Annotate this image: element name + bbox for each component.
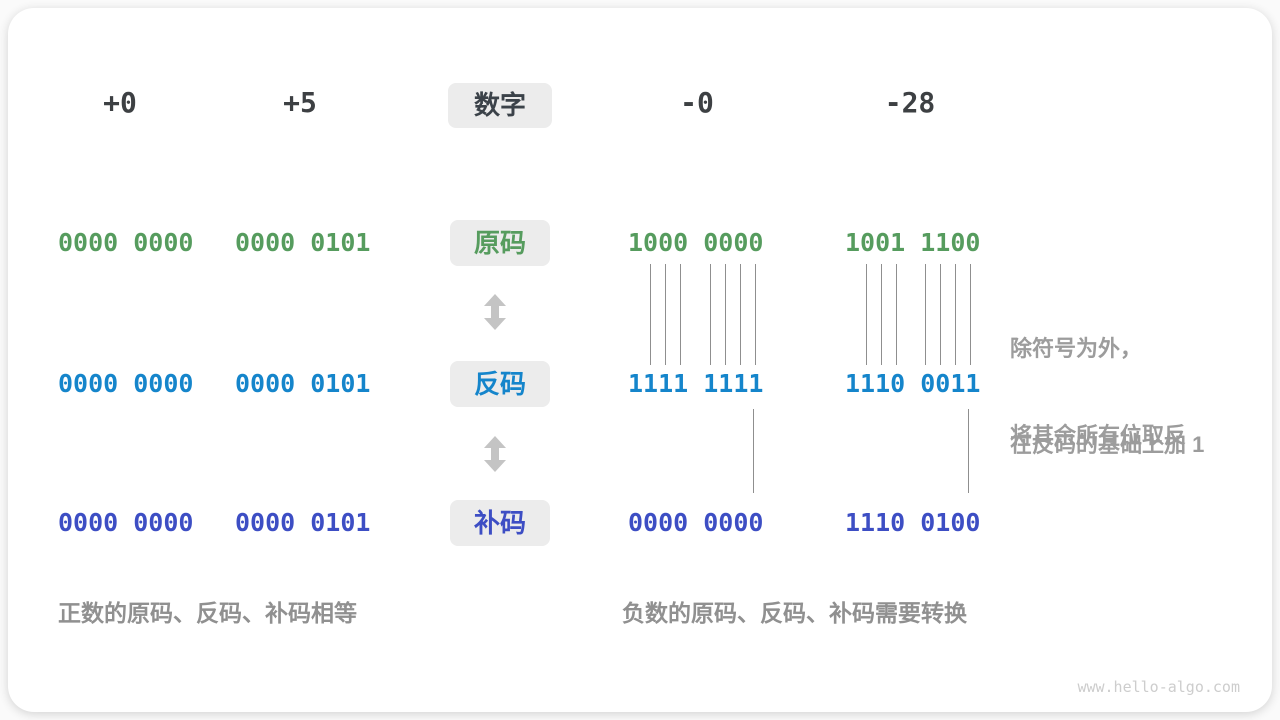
bit-flip-line xyxy=(940,264,941,365)
header-plus-0: +0 xyxy=(103,86,137,119)
sign-magnitude-plus0: 0000 0000 xyxy=(58,228,194,257)
bit-flip-line xyxy=(740,264,741,365)
tag-twos-complement: 补码 xyxy=(450,500,550,546)
ones-complement-plus0: 0000 0000 xyxy=(58,369,194,398)
sign-magnitude-minus28: 1001 1100 xyxy=(845,228,981,257)
add-one-annotation: 在反码的基础上加 1 xyxy=(1010,432,1205,457)
bit-flip-line xyxy=(725,264,726,365)
bit-flip-line xyxy=(755,264,756,365)
updown-arrow-icon xyxy=(484,436,506,472)
add-one-line xyxy=(753,409,754,493)
diagram-card xyxy=(8,8,1272,712)
bit-flip-line xyxy=(650,264,651,365)
twos-complement-minus28: 1110 0100 xyxy=(845,508,981,537)
bit-flip-line xyxy=(866,264,867,365)
invert-annotation-line2: 将其余所有位取反 xyxy=(1010,423,1187,448)
sign-magnitude-plus5: 0000 0101 xyxy=(235,228,371,257)
bit-flip-line xyxy=(710,264,711,365)
updown-arrow-icon xyxy=(484,294,506,330)
invert-annotation-line1: 除符号为外， xyxy=(1010,336,1143,361)
twos-complement-plus5: 0000 0101 xyxy=(235,508,371,537)
tag-number-label: 数字 xyxy=(448,83,552,128)
add-one-line xyxy=(968,409,969,493)
bit-flip-line xyxy=(970,264,971,365)
bit-flip-line xyxy=(925,264,926,365)
twos-complement-plus0: 0000 0000 xyxy=(58,508,194,537)
sign-magnitude-minus0: 1000 0000 xyxy=(628,228,764,257)
invert-annotation: 除符号为外， 将其余所有位取反 xyxy=(1010,276,1186,508)
positive-numbers-caption: 正数的原码、反码、补码相等 xyxy=(58,600,357,626)
bit-flip-line xyxy=(896,264,897,365)
header-minus-0: -0 xyxy=(680,86,714,119)
header-minus-28: -28 xyxy=(884,86,936,119)
negative-numbers-caption: 负数的原码、反码、补码需要转换 xyxy=(622,600,967,626)
bit-flip-line xyxy=(665,264,666,365)
ones-complement-plus5: 0000 0101 xyxy=(235,369,371,398)
header-plus-5: +5 xyxy=(283,86,317,119)
twos-complement-minus0: 0000 0000 xyxy=(628,508,764,537)
watermark: www.hello-algo.com xyxy=(1077,678,1240,696)
bit-flip-line xyxy=(881,264,882,365)
bit-flip-line xyxy=(680,264,681,365)
ones-complement-minus0: 1111 1111 xyxy=(628,369,764,398)
tag-ones-complement: 反码 xyxy=(450,361,550,407)
tag-sign-magnitude: 原码 xyxy=(450,220,550,266)
ones-complement-minus28: 1110 0011 xyxy=(845,369,981,398)
bit-flip-line xyxy=(955,264,956,365)
